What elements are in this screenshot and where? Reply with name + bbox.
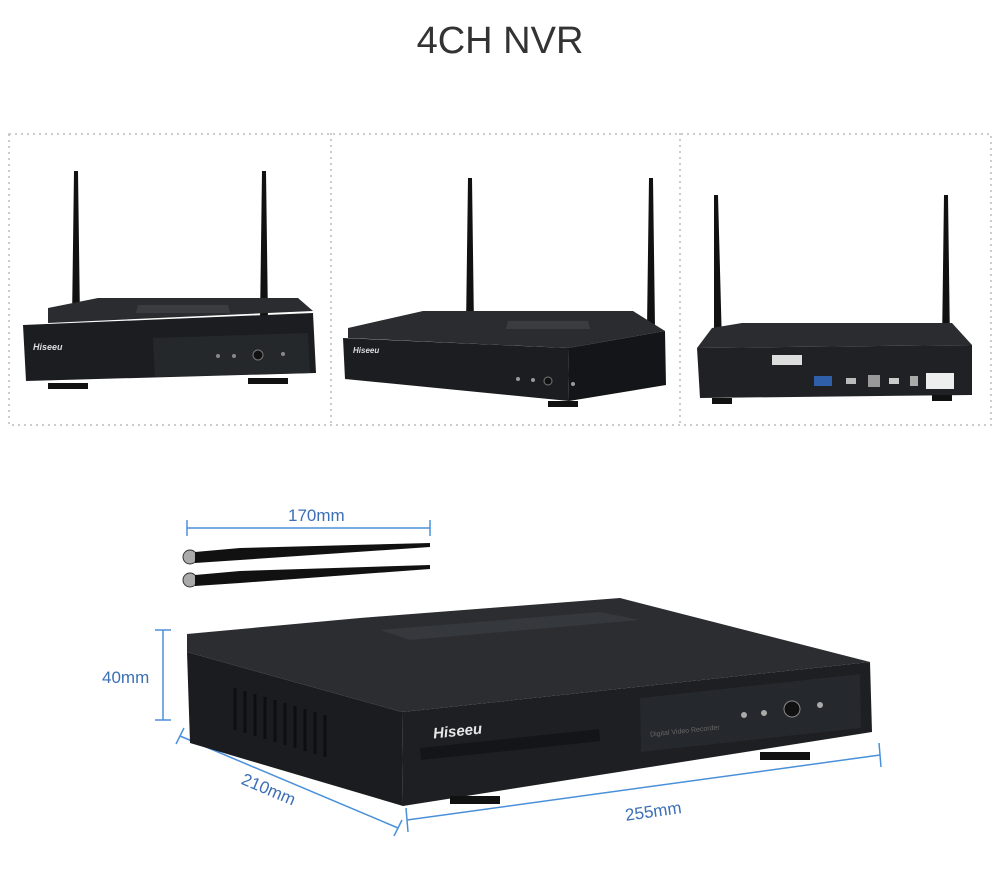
product-views-gallery: Hiseeu Hiseeu <box>8 133 992 426</box>
brand-logo: Hiseeu <box>353 346 380 355</box>
caution-label: CAUTION <box>774 365 797 371</box>
gallery-frame <box>8 133 992 426</box>
antenna-length-label: 170mm <box>288 506 345 525</box>
height-label: 40mm <box>102 668 150 687</box>
page-title: 4CH NVR <box>416 20 584 62</box>
dimensions-diagram: 170mm 40mm 210mm 255mm Hiseeu Digital Vi… <box>0 440 1000 891</box>
front-angle-view: Hiseeu <box>8 133 331 426</box>
rear-view: CAUTION <box>682 133 992 426</box>
brand-logo: Hiseeu <box>33 342 63 352</box>
front-side-view: Hiseeu <box>333 133 680 426</box>
